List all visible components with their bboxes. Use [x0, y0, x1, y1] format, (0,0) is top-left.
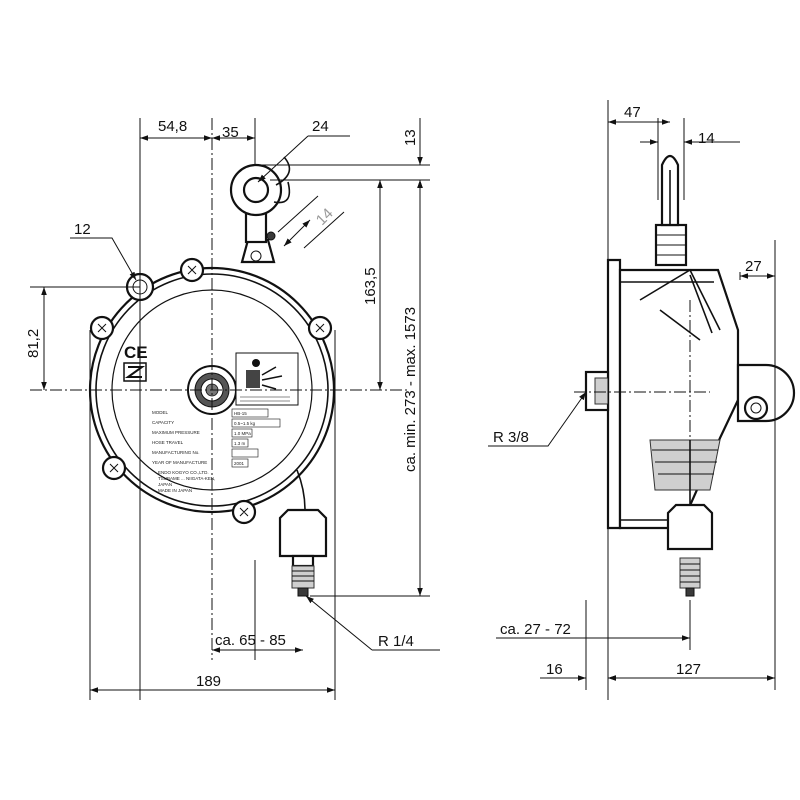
dim-13: 13 [402, 129, 419, 146]
dimension-lines [30, 100, 776, 700]
dim-r14: R 1/4 [378, 633, 414, 650]
dim-stroke: ca. min. 273 - max. 1573 [402, 307, 419, 472]
svg-text:JAPAN: JAPAN [158, 482, 172, 487]
dim-35: 35 [222, 124, 239, 141]
maker-logo [123, 362, 147, 382]
dim-127: 127 [676, 661, 701, 678]
usage-pictogram [235, 352, 299, 406]
dim-27-72: ca. 27 - 72 [500, 621, 571, 638]
dimension-labels: 54,8 35 24 13 14 12 81,2 163,5 ca. min. … [25, 104, 762, 690]
svg-text:0.5~1.5 kg: 0.5~1.5 kg [234, 421, 256, 426]
svg-text:MODEL: MODEL [152, 410, 169, 415]
hose-outlet [278, 469, 328, 597]
ce-mark: CE [124, 343, 148, 362]
dim-47: 47 [624, 104, 641, 121]
dim-12: 12 [74, 221, 91, 238]
dim-r38: R 3/8 [493, 429, 529, 446]
dim-14-hook: 14 [313, 205, 337, 229]
dim-27: 27 [745, 258, 762, 275]
dim-81-2: 81,2 [25, 329, 42, 358]
svg-text:MAXIMUM PRESSURE: MAXIMUM PRESSURE [152, 430, 200, 435]
svg-text:TSUBAME ... NIIGATA-KEN,: TSUBAME ... NIIGATA-KEN, [158, 476, 215, 481]
mounting-lugs [89, 257, 333, 525]
svg-text:MADE IN JAPAN: MADE IN JAPAN [158, 488, 192, 493]
dim-54-8: 54,8 [158, 118, 187, 135]
svg-text:1.0 MPa: 1.0 MPa [234, 431, 251, 436]
dim-163-5: 163,5 [362, 267, 379, 305]
svg-text:1.3 m: 1.3 m [234, 441, 246, 446]
svg-text:HOSE TRAVEL: HOSE TRAVEL [152, 440, 184, 445]
front-view: CE MODEL CAPACITY MAXIMUM PRESSURE HOSE … [30, 118, 410, 660]
svg-text:YEAR OF MANUFACTURE: YEAR OF MANUFACTURE [152, 460, 207, 465]
side-view [574, 154, 796, 597]
dim-189: 189 [196, 673, 221, 690]
svg-text:2001: 2001 [234, 461, 245, 466]
suspension-hook [229, 156, 291, 264]
svg-text:MANUFACTURING No.: MANUFACTURING No. [152, 450, 200, 455]
svg-text:ENDO KOGYO CO.,LTD.: ENDO KOGYO CO.,LTD. [158, 470, 209, 475]
svg-text:HB-15: HB-15 [234, 411, 247, 416]
dim-65-85: ca. 65 - 85 [215, 632, 286, 649]
nameplate-text: MODEL CAPACITY MAXIMUM PRESSURE HOSE TRA… [152, 408, 281, 493]
dim-24: 24 [312, 118, 329, 135]
dim-14-side: 14 [698, 130, 715, 147]
svg-text:CAPACITY: CAPACITY [152, 420, 174, 425]
dim-16: 16 [546, 661, 563, 678]
